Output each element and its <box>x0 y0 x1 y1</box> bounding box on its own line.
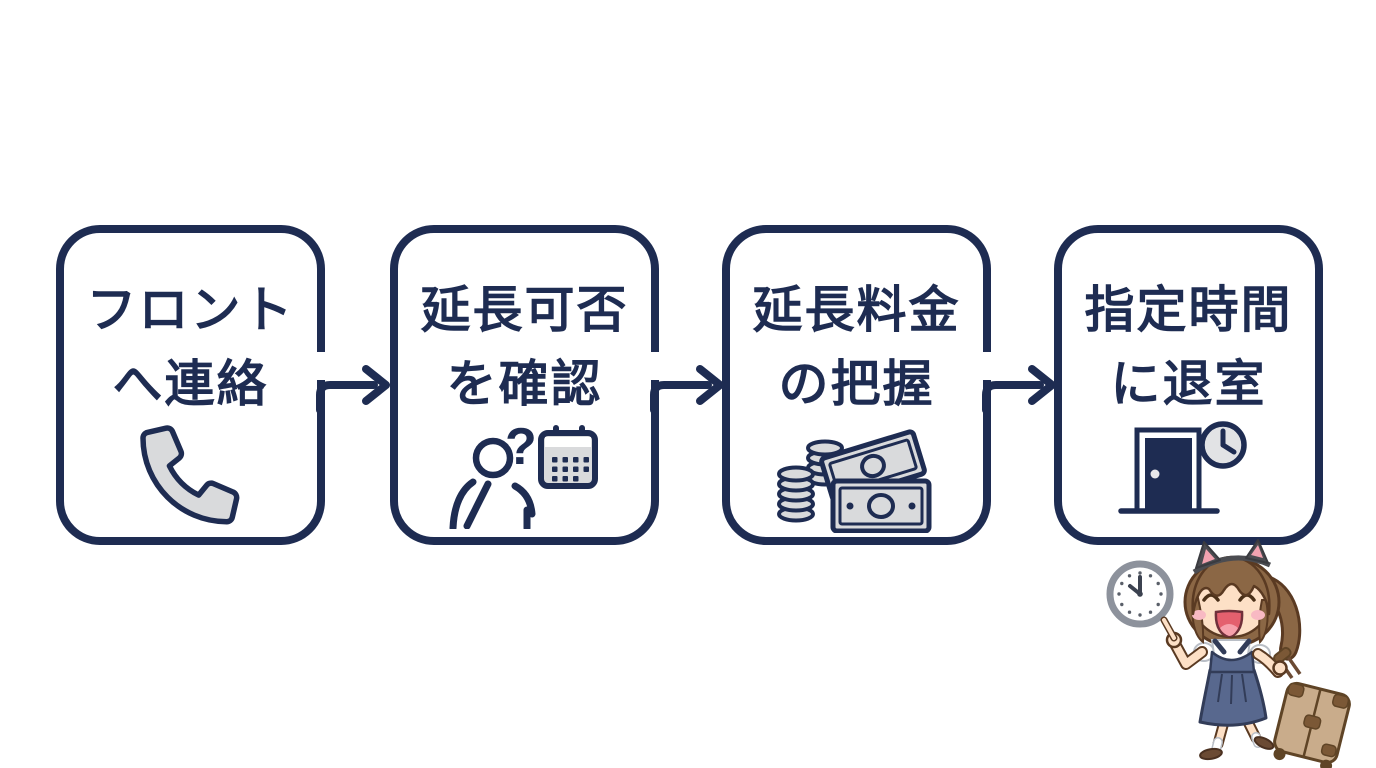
tongue <box>1220 624 1238 636</box>
shoe-left <box>1199 747 1223 761</box>
step-label-line1: 指定時間 <box>1084 282 1293 338</box>
fist <box>1165 631 1183 649</box>
step-box-leave-on-time: 指定時間 に退室 <box>1054 225 1323 545</box>
wall-clock <box>1106 560 1174 628</box>
girl-character <box>1106 539 1351 768</box>
dress-bodice <box>1208 638 1256 674</box>
door-clock-icon <box>1117 421 1247 514</box>
step-label: フロント へ連絡 <box>64 273 317 421</box>
thinking-person-calendar-icon: ? <box>449 418 598 529</box>
right-arm <box>1252 648 1284 678</box>
step-label-line2: に退室 <box>1110 356 1267 412</box>
step-label: 指定時間 に退室 <box>1062 273 1315 421</box>
step-label-line1: 延長可否 <box>420 282 629 338</box>
step-label-line2: の把握 <box>778 356 935 412</box>
step-label-line2: へ連絡 <box>112 356 269 412</box>
closed-eyes <box>1202 593 1256 602</box>
shirt <box>1193 639 1271 664</box>
question-mark: ? <box>505 418 537 476</box>
right-hand <box>1272 660 1288 676</box>
skirt-pleats <box>1217 673 1247 705</box>
coin-stack-left <box>776 465 815 523</box>
step-box-confirm-extension: 延長可否 を確認 ? <box>390 225 659 545</box>
pointing-arm <box>1160 616 1208 670</box>
face <box>1191 565 1271 645</box>
step-label-line1: 延長料金 <box>752 282 961 338</box>
blush-right <box>1251 610 1265 620</box>
step-label: 延長可否 を確認 <box>398 273 651 421</box>
step-label: 延長料金 の把握 <box>730 273 983 421</box>
thinking-person-icon <box>449 437 535 529</box>
door-icon <box>1117 427 1220 514</box>
phone-icon <box>139 425 239 525</box>
legs <box>1199 712 1275 761</box>
side-hair-left <box>1191 594 1205 644</box>
step-box-know-extension-fee: 延長料金 の把握 <box>722 225 991 545</box>
back-hair <box>1183 556 1281 648</box>
step-label-line1: フロント <box>86 282 295 338</box>
blush-left <box>1192 610 1206 620</box>
step-box-contact-front-desk: フロント へ連絡 <box>56 225 325 545</box>
banknote-front <box>830 478 931 533</box>
step-label-line2: を確認 <box>446 356 603 412</box>
shoe-right <box>1253 736 1275 750</box>
ponytail-hair <box>1261 574 1302 661</box>
suitcase-wheel <box>1273 748 1286 761</box>
suitcase-handle <box>1273 646 1292 664</box>
side-hair-right <box>1258 599 1269 645</box>
calendar-icon <box>537 425 598 489</box>
coins-banknotes-icon <box>776 429 931 533</box>
bangs-hair <box>1191 555 1271 616</box>
pointing-finger <box>1162 618 1176 640</box>
suitcase <box>1272 646 1351 768</box>
open-mouth <box>1214 609 1244 638</box>
suitcase-wheel <box>1320 759 1333 768</box>
clock-icon <box>1198 421 1247 469</box>
dress-skirt <box>1198 668 1268 727</box>
